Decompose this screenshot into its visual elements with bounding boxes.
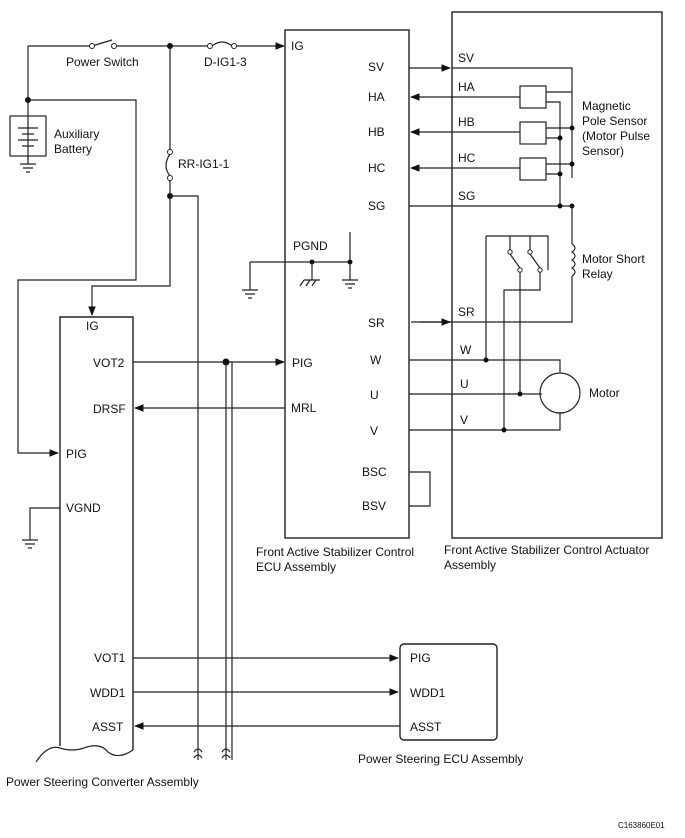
ecu-pin-u: U [370,388,379,402]
mag-label-4: Sensor) [582,144,624,158]
hall-sensor-b [519,121,547,145]
psecu-pin-asst: ASST [410,720,442,734]
converter-box [59,316,134,750]
aux-battery-label-2: Battery [54,142,92,156]
conv-pin-wdd1: WDD1 [90,686,126,700]
converter-title: Power Steering Converter Assembly [6,775,199,789]
ecu-pin-ig: IG [291,39,304,53]
ps-ecu-box [399,643,498,741]
ecu-pin-pgnd: PGND [293,239,328,253]
battery-ground [20,156,36,173]
conv-pin-drsf: DRSF [93,402,126,416]
relay-label-1: Motor Short [582,252,645,266]
ecu-title-2: ECU Assembly [256,560,336,574]
motor-symbol [539,372,581,414]
ecu-pin-bsc: BSC [362,465,387,479]
actuator-box [451,11,663,539]
relay-label-2: Relay [582,267,613,281]
ecu-title-1: Front Active Stabilizer Control [256,545,414,559]
ecu-pin-sv: SV [368,60,384,74]
act-wire-sv: SV [458,51,474,65]
ecu-pin-sr: SR [368,316,385,330]
conv-pin-ig: IG [86,319,99,333]
motor-label: Motor [589,386,620,400]
actuator-title-1: Front Active Stabilizer Control Actuator [444,543,649,557]
fuse-rr-label: RR-IG1-1 [178,157,230,171]
fuse-dig-label: D-IG1-3 [204,55,247,69]
ecu-pin-bsv: BSV [362,499,386,513]
fuse-rr [165,153,171,177]
act-wire-v: V [460,413,468,427]
converter-break [35,745,134,763]
mag-label-1: Magnetic [582,99,631,113]
ecu-pin-w: W [370,353,382,367]
conv-pin-pig: PIG [66,447,87,461]
act-wire-sg: SG [458,189,475,203]
psecu-pin-wdd1: WDD1 [410,686,446,700]
act-wire-w: W [460,343,472,357]
fuse-dig [211,41,233,47]
vgnd-ground [22,507,60,549]
conv-pin-asst: ASST [92,720,124,734]
act-wire-ha: HA [458,80,475,94]
aux-battery-label-1: Auxiliary [54,127,99,141]
ecu-pin-hb: HB [368,125,385,139]
act-wire-hb: HB [458,115,475,129]
conv-pin-vgnd: VGND [66,501,101,515]
mag-label-3: (Motor Pulse [582,129,650,143]
mag-label-2: Pole Sensor [582,114,647,128]
ecu-pin-mrl: MRL [291,401,317,415]
ecu-pin-pig: PIG [292,356,313,370]
relay-coil [570,243,576,277]
ecu-pin-ha: HA [368,90,385,104]
ecu-pin-hc: HC [368,161,386,175]
conv-pin-vot1: VOT1 [94,651,126,665]
act-wire-sr: SR [458,305,475,319]
actuator-title-2: Assembly [444,558,496,572]
ecu-pin-sg: SG [368,199,385,213]
psecu-pin-pig: PIG [410,651,431,665]
hall-sensor-a [519,85,547,109]
figure-code: C163860E01 [618,821,665,830]
power-switch [91,39,113,47]
conv-pin-vot2: VOT2 [93,356,125,370]
act-wire-u: U [460,377,469,391]
act-wire-hc: HC [458,151,476,165]
hall-sensor-c [519,157,547,181]
ps-ecu-title: Power Steering ECU Assembly [358,752,523,766]
ecu-pin-v: V [370,424,378,438]
power-switch-label: Power Switch [66,55,139,69]
